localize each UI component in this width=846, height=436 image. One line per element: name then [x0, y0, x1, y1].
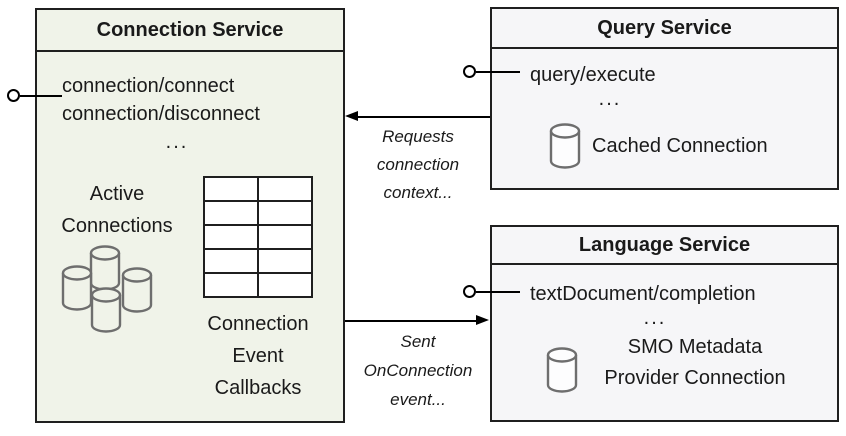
- requests-arrowhead-icon: [345, 111, 358, 121]
- query-service-methods: query/execute ...: [530, 63, 690, 111]
- table-cell: [259, 274, 311, 296]
- language-service-interface-stub: [476, 291, 520, 293]
- callbacks-line-2: Event: [232, 345, 284, 367]
- callbacks-table-grid: [203, 176, 313, 298]
- method-connection-connect: connection/connect: [62, 75, 235, 97]
- query-service-interface-circle-icon: [463, 65, 476, 78]
- table-cell: [259, 226, 311, 248]
- methods-ellipsis: ...: [598, 88, 622, 110]
- active-connections-cylinder-cluster-icon: [61, 245, 153, 333]
- smo-label-line-2: Provider Connection: [604, 367, 786, 389]
- method-query-execute: query/execute: [530, 64, 656, 86]
- language-service-box: Language Service textDocument/completion…: [490, 225, 839, 422]
- callbacks-line-3: Callbacks: [214, 377, 302, 399]
- table-cell: [259, 178, 311, 200]
- smo-metadata-provider-connection-label: SMO Metadata Provider Connection: [585, 332, 805, 394]
- language-service-methods: textDocument/completion ...: [530, 282, 780, 330]
- connection-service-box: Connection Service connection/connect co…: [35, 8, 345, 423]
- sent-arrow-line: [345, 320, 478, 322]
- requests-arrow-line: [354, 116, 490, 118]
- active-connections-label: Active Connections: [42, 178, 192, 242]
- sent-label-line-3: event...: [390, 390, 446, 409]
- smo-metadata-cylinder-icon: [546, 347, 578, 393]
- table-cell: [205, 274, 257, 296]
- connection-event-callbacks-label: Connection Event Callbacks: [183, 308, 333, 404]
- cached-connection-label: Cached Connection: [592, 135, 768, 157]
- requests-arrow-label: Requests connection context...: [350, 123, 486, 207]
- sent-arrow-label: Sent OnConnection event...: [347, 327, 489, 414]
- connection-service-interface-stub: [20, 95, 62, 97]
- sent-label-line-2: OnConnection: [363, 361, 473, 380]
- table-cell: [205, 202, 257, 224]
- methods-ellipsis: ...: [165, 131, 189, 153]
- query-service-title: Query Service: [492, 9, 837, 49]
- callbacks-line-1: Connection: [207, 313, 309, 335]
- table-cell: [205, 226, 257, 248]
- connection-service-interface-circle-icon: [7, 89, 20, 102]
- sent-label-line-1: Sent: [400, 332, 436, 351]
- active-connections-line-1: Active: [89, 183, 145, 205]
- table-cell: [205, 178, 257, 200]
- connection-service-methods: connection/connect connection/disconnect…: [62, 72, 292, 156]
- table-cell: [259, 250, 311, 272]
- smo-label-line-1: SMO Metadata: [627, 336, 763, 358]
- connection-service-title: Connection Service: [37, 10, 343, 52]
- sent-arrowhead-icon: [476, 315, 489, 325]
- requests-label-line-3: context...: [383, 183, 453, 202]
- method-textdocument-completion: textDocument/completion: [530, 283, 756, 305]
- query-service-box: Query Service query/execute ... Cached C…: [490, 7, 839, 190]
- language-service-interface-circle-icon: [463, 285, 476, 298]
- table-cell: [205, 250, 257, 272]
- active-connections-line-2: Connections: [61, 215, 173, 237]
- method-connection-disconnect: connection/disconnect: [62, 103, 260, 125]
- requests-label-line-1: Requests: [382, 127, 454, 146]
- language-service-title: Language Service: [492, 227, 837, 265]
- table-cell: [259, 202, 311, 224]
- requests-label-line-2: connection: [376, 155, 460, 174]
- methods-ellipsis: ...: [643, 307, 667, 329]
- cached-connection-cylinder-icon: [549, 123, 581, 169]
- query-service-interface-stub: [476, 71, 520, 73]
